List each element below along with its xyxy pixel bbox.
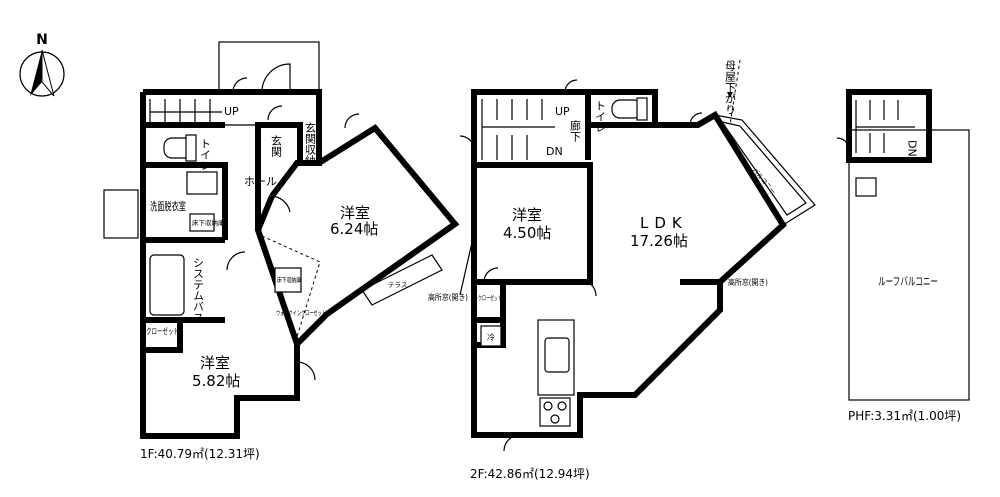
f2-ldk-label: LDK [640, 214, 688, 232]
phf-dn-label: DN [906, 140, 919, 157]
stairs-1f [149, 99, 222, 122]
phf-roof-balcony-label: ルーフバルコニー [878, 275, 938, 288]
f1-genkan-label: 玄関 [270, 134, 283, 157]
f2-bedroom-size: 4.50帖 [503, 224, 551, 242]
north-label: N [36, 32, 48, 48]
f1-underfloor-a-label: 床下収納庫 [192, 218, 225, 227]
f2-high-window-right-label: 高所窓(開き) [728, 277, 768, 287]
f2-dn-label: DN [546, 145, 563, 158]
stairs-phf [855, 100, 915, 153]
f1-bedroom2-label: 洋室 [340, 204, 370, 222]
f1-systembath-label: システムバス [192, 257, 205, 323]
f2-toilet-label: トイレ [594, 100, 607, 133]
fridge-icon [480, 325, 502, 347]
stove-icon [539, 397, 571, 427]
f2-fridge-label: 冷 [487, 332, 495, 342]
f2-up-label: UP [555, 105, 570, 118]
f2-main-roof-down-label: 母屋下がり [724, 60, 737, 115]
bathtub-icon [149, 254, 185, 316]
f1-closet-label: クローゼット [146, 326, 179, 336]
f1-bedroom1-label: 洋室 [200, 354, 230, 372]
f1-underfloor-b-label: 床下収納庫 [277, 275, 301, 284]
f2-closet-label: クローゼット [478, 293, 502, 302]
f1-washroom-label: 洗面脱衣室 [150, 199, 186, 213]
f1-terrace-label: テラス [388, 281, 407, 289]
penthouse-plan: DN ルーフバルコニー PHF:3.31㎡(1.00坪) [836, 89, 970, 423]
f2-ldk-size: 17.26帖 [630, 232, 688, 250]
f1-genkan-storage-label: 玄関収納 [304, 121, 317, 167]
roof-drain-icon [855, 177, 877, 197]
washbasin-icon [186, 171, 218, 195]
north-compass-icon: N [19, 32, 65, 97]
f2-bedroom-label: 洋室 [512, 206, 542, 224]
f1-walkin-closet-label: ウォークインクローゼット [276, 308, 326, 317]
f1-bedroom2-size: 6.24帖 [330, 220, 378, 238]
f1-caption: 1F:40.79㎡(12.31坪) [140, 447, 260, 461]
stairs-2f [481, 99, 555, 160]
floor1-plan: UP 玄関 玄関収納 トイレ ホール 洗面脱衣室 床下収納庫 システムバス クロ… [103, 41, 460, 461]
f1-toilet-label: トイレ [199, 138, 212, 171]
f2-corridor-label: 廊下 [569, 119, 582, 143]
roof-balcony-outline [848, 129, 970, 401]
f2-high-window-left-label: 高所窓(開き) [428, 292, 468, 302]
floor2-plan: UP DN 廊下 トイレ 母屋下がり バルコニー 洋室 4.50帖 LDK 17… [428, 60, 816, 481]
f1-bedroom1-size: 5.82帖 [192, 372, 240, 390]
f1-up-label: UP [224, 105, 239, 118]
f2-caption: 2F:42.86㎡(12.94坪) [470, 467, 590, 481]
phf-caption: PHF:3.31㎡(1.00坪) [848, 409, 961, 423]
f1-hall-label: ホール [244, 175, 277, 188]
balcony-outline [713, 114, 816, 226]
